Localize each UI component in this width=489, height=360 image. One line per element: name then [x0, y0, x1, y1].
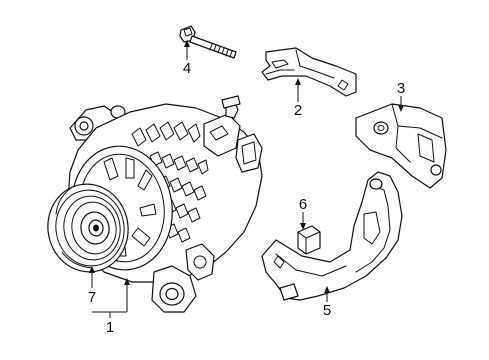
callout-3: 3	[397, 80, 405, 97]
callout-1: 1	[106, 319, 114, 336]
upper-bracket-part[interactable]	[355, 103, 447, 189]
callout-2: 2	[294, 102, 302, 119]
bushing-part[interactable]	[297, 225, 321, 255]
callout-4: 4	[183, 60, 191, 77]
leader-lines	[89, 40, 404, 318]
callout-7: 7	[88, 289, 96, 306]
callout-6: 6	[299, 196, 307, 213]
pulley-part[interactable]	[41, 178, 135, 279]
mounting-bracket-part[interactable]	[261, 171, 403, 301]
callout-5: 5	[323, 302, 331, 319]
adjusting-bar-part[interactable]	[261, 47, 357, 97]
bolt-part[interactable]	[179, 25, 237, 59]
